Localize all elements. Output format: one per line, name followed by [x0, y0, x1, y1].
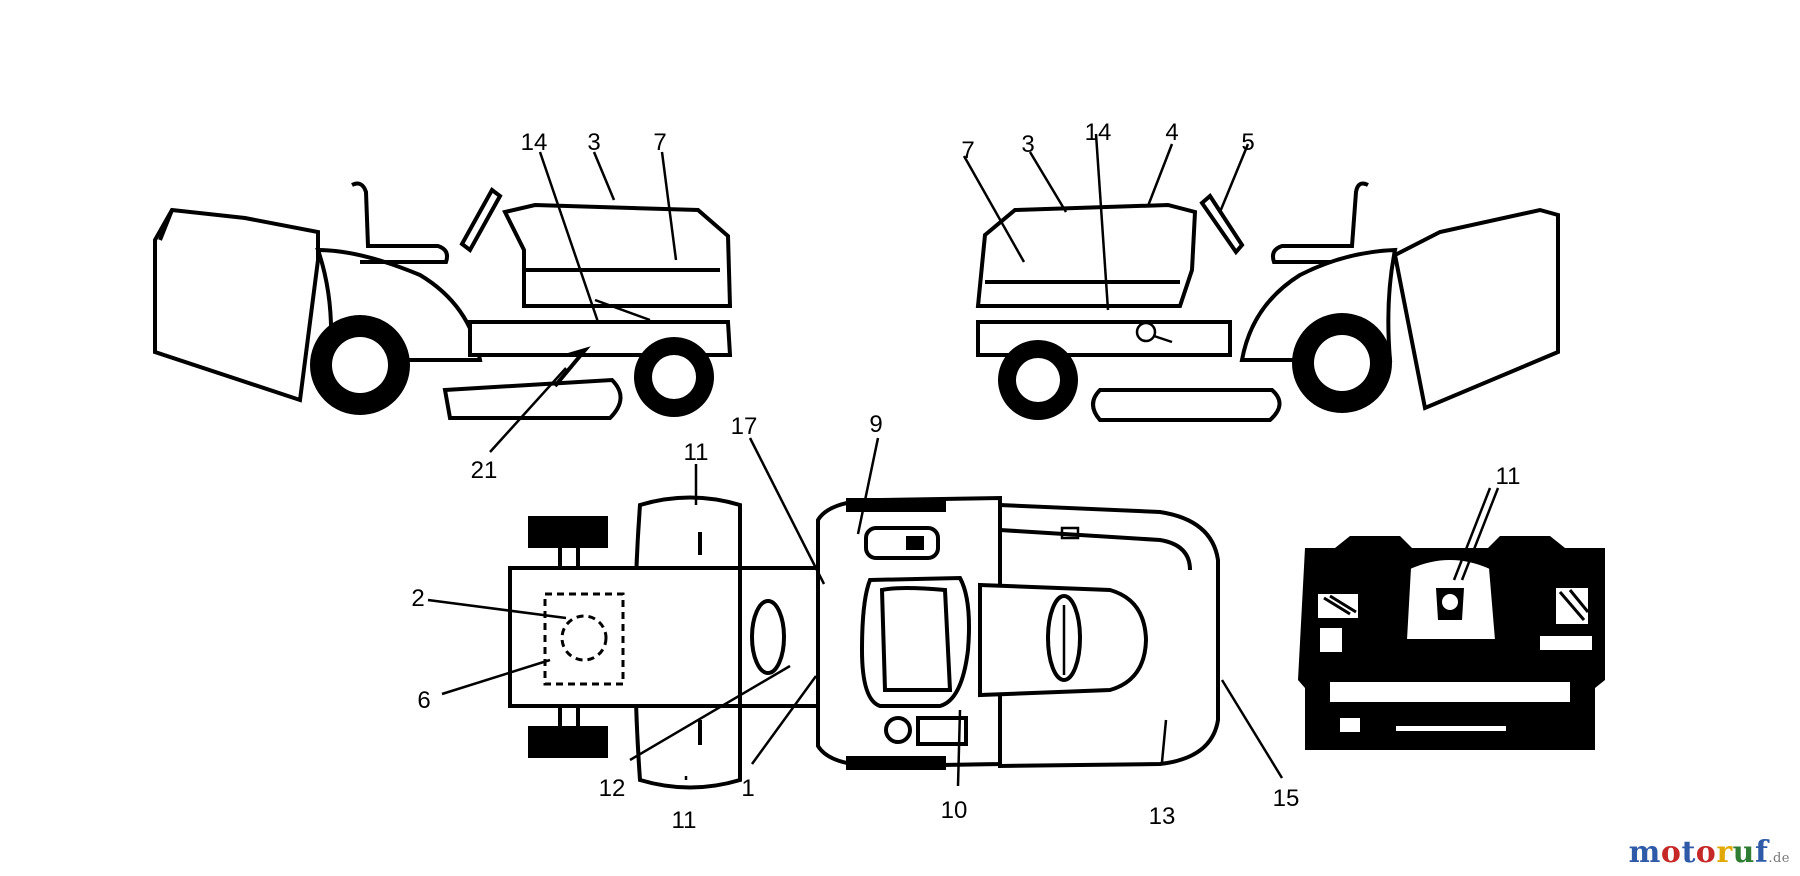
mower-side-view-left	[153, 181, 733, 420]
callout-left-14: 14	[521, 129, 548, 156]
callout-right-3: 3	[1021, 131, 1034, 158]
callout-top-2: 2	[411, 585, 424, 612]
callout-top-11-upper: 11	[684, 439, 709, 466]
wm-letter: t	[1681, 835, 1696, 870]
callout-right-4: 4	[1165, 119, 1178, 146]
wm-letter: u	[1732, 835, 1755, 870]
callout-top-15: 15	[1273, 785, 1300, 812]
callout-right-14: 14	[1085, 119, 1112, 146]
mower-side-view-right	[975, 181, 1560, 422]
leader-lines	[427, 133, 1500, 787]
callout-left-21: 21	[471, 457, 498, 484]
callout-left-3: 3	[587, 129, 600, 156]
callout-panel-11: 11	[1496, 463, 1521, 490]
wm-letter: f	[1754, 835, 1769, 870]
wm-suffix: .de	[1768, 851, 1790, 866]
callout-top-1: 1	[741, 775, 754, 802]
callout-top-17: 17	[731, 413, 758, 440]
callout-top-6: 6	[417, 687, 430, 714]
wm-letter: o	[1660, 835, 1682, 870]
callout-top-12: 12	[599, 775, 626, 802]
mower-top-view	[508, 495, 1220, 790]
callout-top-10: 10	[941, 797, 968, 824]
motoruf-watermark: motoruf.de	[1629, 835, 1790, 870]
callout-top-13: 13	[1149, 803, 1176, 830]
callout-left-7: 7	[653, 129, 666, 156]
wm-letter: r	[1716, 835, 1733, 870]
dash-panel-view	[1298, 536, 1605, 750]
callout-labels: 14 3 7 21 7 3 14 4 5 11 17 9 2 6 12 1 11…	[411, 119, 1520, 834]
wm-letter: o	[1695, 835, 1717, 870]
wm-letter: m	[1628, 835, 1661, 870]
callout-top-9: 9	[869, 411, 882, 438]
callout-top-11-lower: 11	[672, 807, 697, 834]
callout-right-5: 5	[1241, 129, 1254, 156]
callout-right-7: 7	[961, 137, 974, 164]
